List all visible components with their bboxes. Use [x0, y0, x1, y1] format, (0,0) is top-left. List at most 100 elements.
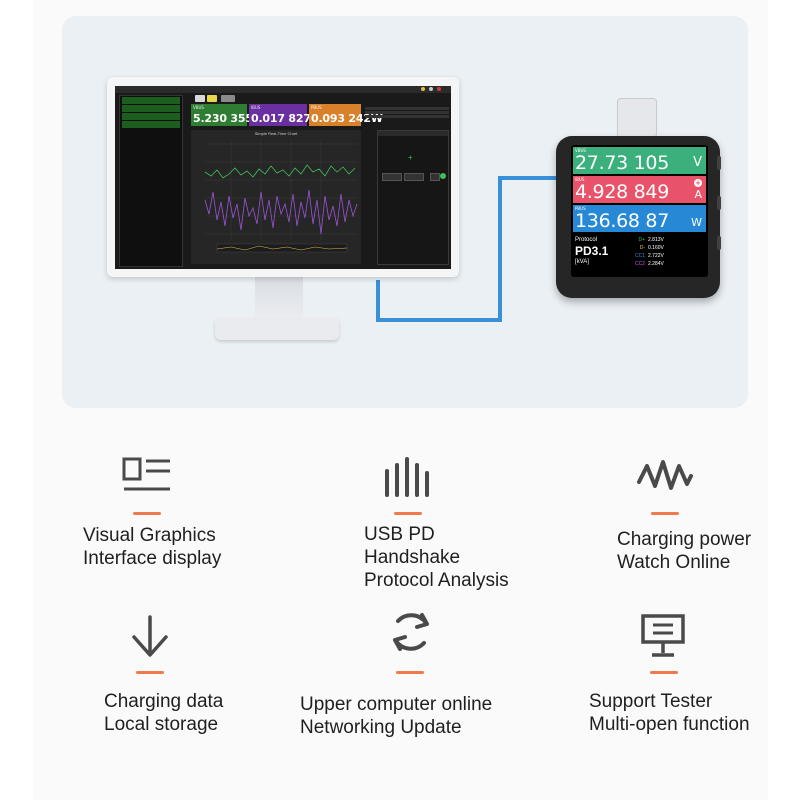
feature-line: Interface display — [83, 548, 222, 569]
feature-line: Visual Graphics — [83, 525, 216, 546]
device-voltage-label: VBUS — [575, 148, 586, 153]
add-icon[interactable]: + — [408, 153, 413, 162]
monitor-stand-neck — [255, 277, 303, 321]
monitor: VBUS 5.230 355 V IBUS 0.017 827 A PBUS 0… — [107, 77, 459, 277]
side-button[interactable] — [717, 196, 721, 210]
feature-line: Support Tester — [589, 691, 713, 712]
line-reading: D-0.160V — [633, 245, 664, 251]
window-dot[interactable] — [429, 87, 433, 91]
line-value: 0.160V — [648, 245, 664, 251]
software-titlebar — [115, 86, 451, 93]
device-power-tile: PBUS 136.68 87 W — [573, 205, 706, 232]
feature-line: Charging data — [104, 691, 224, 712]
accent-bar — [650, 671, 678, 674]
list-layout-icon — [122, 457, 170, 491]
device-list-row[interactable] — [122, 97, 180, 104]
device-current-value: 4.928 849 — [575, 181, 669, 203]
chart-title: Simple Real-Time Chart — [254, 131, 298, 136]
device-current-tile: IBUS 4.928 849 + A — [573, 176, 706, 203]
refresh-icon — [393, 613, 429, 651]
feature-label: Charging data Local storage — [104, 690, 223, 736]
feature-label: Support Tester Multi-open function — [589, 690, 750, 736]
info-panel — [365, 106, 449, 119]
monitor-stand-base — [215, 318, 339, 340]
device-list-row[interactable] — [122, 105, 180, 112]
chart-plot — [204, 140, 358, 253]
line-value: 2.813V — [648, 237, 664, 243]
direction-icon: + — [694, 179, 702, 187]
usb-tester-device: VBUS 27.73 105 V IBUS 4.928 849 + A PBUS… — [556, 136, 721, 298]
feature-label: USB PD Handshake Protocol Analysis — [364, 523, 509, 592]
side-button[interactable] — [717, 156, 721, 170]
protocol-label: Protocol — [575, 237, 598, 243]
line-tag: CC2 — [634, 261, 645, 267]
device-power-value: 136.68 87 — [575, 210, 669, 232]
feature-label: Charging power Watch Online — [617, 528, 751, 574]
feature-line: Upper computer online — [300, 694, 493, 715]
feature-line: Local storage — [104, 714, 219, 735]
tab[interactable] — [221, 95, 235, 102]
panel-button[interactable] — [382, 173, 402, 181]
line-reading: D+2.813V — [633, 237, 664, 243]
device-list-row[interactable] — [122, 113, 180, 120]
signal-bars-icon — [385, 457, 429, 497]
device-power-unit: W — [691, 216, 702, 229]
window-dot[interactable] — [437, 87, 441, 91]
feature-label: Upper computer online Networking Update — [300, 693, 492, 739]
device-current-unit: A — [694, 188, 702, 201]
current-value: 0.017 827 A — [251, 112, 323, 125]
power-label: PBUS — [311, 105, 322, 110]
accent-bar — [394, 512, 422, 515]
device-screen: VBUS 27.73 105 V IBUS 4.928 849 + A PBUS… — [571, 145, 708, 277]
device-current-label: IBUS — [575, 177, 585, 182]
device-voltage-unit: V — [693, 155, 702, 170]
window-dot[interactable] — [421, 87, 425, 91]
line-value: 2.722V — [648, 253, 664, 259]
feature-line: Protocol Analysis — [364, 570, 509, 591]
device-voltage-value: 27.73 105 — [575, 152, 669, 174]
current-label: IBUS — [251, 105, 261, 110]
feature-line: Charging power — [617, 529, 752, 550]
device-voltage-tile: VBUS 27.73 105 V — [573, 147, 706, 174]
device-list-panel — [119, 95, 183, 267]
accent-bar — [651, 512, 679, 515]
status-icon — [440, 173, 446, 179]
waveform-icon — [637, 460, 693, 490]
voltage-value: 5.230 355 V — [193, 112, 265, 125]
tab[interactable] — [207, 95, 217, 102]
device-power-label: PBUS — [575, 206, 586, 211]
monitor-icon — [641, 614, 685, 657]
side-button[interactable] — [717, 236, 721, 250]
line-tag: CC1 — [634, 253, 645, 259]
voltage-tile: VBUS 5.230 355 V — [191, 104, 265, 126]
current-trace — [204, 189, 358, 235]
feature-line: USB PD — [364, 524, 435, 545]
feature-label: Visual Graphics Interface display — [83, 524, 221, 570]
accent-bar — [133, 512, 161, 515]
feature-line: Networking Update — [300, 717, 462, 738]
protocol-panel: + — [377, 130, 449, 265]
feature-line: Multi-open function — [589, 714, 750, 735]
feature-line: Watch Online — [617, 552, 731, 573]
current-tile: IBUS 0.017 827 A — [249, 104, 323, 126]
line-tag: D+ — [638, 237, 645, 243]
kva-label: [kVA] — [575, 259, 589, 265]
panel-button[interactable] — [404, 173, 424, 181]
voltage-trace — [204, 164, 356, 179]
accent-bar — [136, 671, 164, 674]
feature-line: Handshake — [364, 547, 461, 568]
realtime-chart: Simple Real-Time Chart — [191, 130, 361, 264]
line-value: 2.284V — [648, 261, 664, 267]
device-list-row[interactable] — [122, 121, 180, 128]
voltage-label: VBUS — [193, 105, 204, 110]
tab[interactable] — [195, 95, 205, 102]
panel-button[interactable] — [430, 173, 440, 181]
download-arrow-icon — [132, 615, 168, 657]
software-screen: VBUS 5.230 355 V IBUS 0.017 827 A PBUS 0… — [115, 86, 451, 269]
power-value: 0.093 242W — [311, 112, 383, 125]
protocol-value: PD3.1 — [575, 244, 609, 258]
line-tag: D- — [639, 245, 645, 251]
